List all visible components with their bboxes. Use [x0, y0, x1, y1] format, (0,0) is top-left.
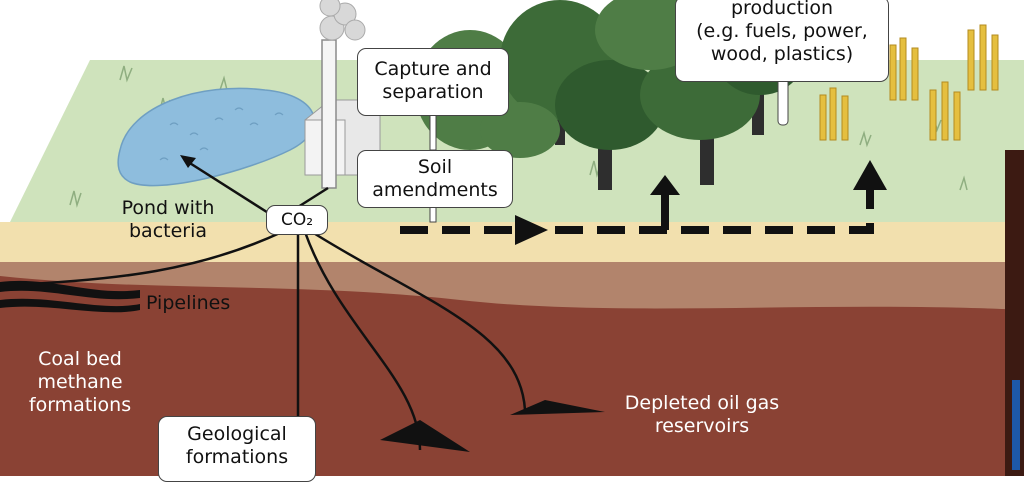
soil-callout: Soil amendments: [357, 150, 513, 208]
reservoir-wedge: [380, 420, 470, 452]
coalbed-label: Coal bed methane formations: [28, 348, 132, 416]
pond: [117, 87, 316, 187]
clay-layer: [0, 250, 1024, 310]
capture-label: Capture and separation: [374, 58, 492, 103]
co2-badge: CO₂: [266, 205, 328, 235]
depleted-label: Depleted oil gas reservoirs: [624, 392, 780, 437]
production-callout: production (e.g. fuels, power, wood, pla…: [675, 0, 889, 82]
geological-label: Geological formations: [185, 423, 289, 468]
crop-icon: [819, 24, 999, 141]
production-line1: production: [730, 0, 834, 19]
production-line3: wood, plastics): [710, 43, 854, 65]
co2-label: CO₂: [280, 210, 314, 230]
production-line2: (e.g. fuels, power,: [696, 20, 868, 42]
pond-arrowhead: [180, 155, 196, 168]
soil-label: Soil amendments: [372, 156, 498, 201]
pipelines-label: Pipelines: [146, 292, 231, 314]
geological-callout: Geological formations: [158, 416, 316, 482]
pond-label: Pond with bacteria: [121, 197, 215, 242]
smokestack-icon: [319, 0, 366, 189]
pipelines-icon: [0, 280, 140, 313]
capture-callout: Capture and separation: [357, 48, 509, 116]
arrow-icon: [400, 160, 887, 245]
reservoir-wedge: [510, 400, 605, 415]
